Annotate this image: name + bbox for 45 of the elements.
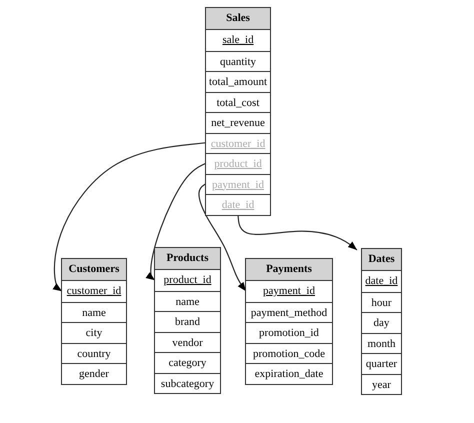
- table-title: Sales: [206, 8, 270, 30]
- field-cell: product_id: [155, 270, 220, 290]
- field-cell: subcategory: [155, 372, 220, 393]
- field-cell: payment_method: [246, 302, 332, 322]
- field-cell: expiration_date: [246, 363, 332, 384]
- field-cell: total_amount: [206, 71, 270, 92]
- field-cell: customer_id: [206, 132, 270, 153]
- relationship-arrow: [146, 162, 206, 281]
- table-box: [361, 248, 402, 395]
- field-cell: date_id: [362, 271, 401, 292]
- field-cell: quantity: [206, 50, 270, 71]
- field-cell: date_id: [206, 194, 270, 214]
- field-cell: promotion_code: [246, 342, 332, 363]
- table-box: [61, 258, 127, 384]
- field-cell: name: [62, 302, 126, 322]
- field-cell: month: [362, 332, 401, 353]
- table-box: [154, 247, 221, 394]
- field-cell: total_cost: [206, 92, 270, 112]
- table-box: [245, 258, 333, 384]
- field-cell: net_revenue: [206, 112, 270, 132]
- field-cell: customer_id: [62, 281, 126, 302]
- field-cell: country: [62, 342, 126, 363]
- field-cell: payment_id: [206, 174, 270, 194]
- field-cell: product_id: [206, 153, 270, 174]
- table-title: Payments: [246, 259, 332, 281]
- field-cell: quarter: [362, 353, 401, 374]
- field-cell: brand: [155, 311, 220, 332]
- field-cell: vendor: [155, 332, 220, 352]
- table-title: Dates: [362, 249, 401, 271]
- field-cell: gender: [62, 363, 126, 384]
- table-title: Customers: [62, 259, 126, 281]
- table-box: [205, 7, 272, 216]
- field-cell: promotion_id: [246, 322, 332, 342]
- field-cell: year: [362, 374, 401, 394]
- relationship-arrow: [198, 183, 246, 292]
- field-cell: day: [362, 312, 401, 332]
- relationship-arrow: [237, 214, 358, 250]
- field-cell: payment_id: [246, 281, 332, 302]
- field-cell: category: [155, 352, 220, 372]
- relationship-arrow: [52, 142, 206, 292]
- field-cell: name: [155, 290, 220, 311]
- field-cell: hour: [362, 292, 401, 312]
- table-title: Products: [155, 248, 220, 270]
- field-cell: sale_id: [206, 30, 270, 50]
- field-cell: city: [62, 322, 126, 342]
